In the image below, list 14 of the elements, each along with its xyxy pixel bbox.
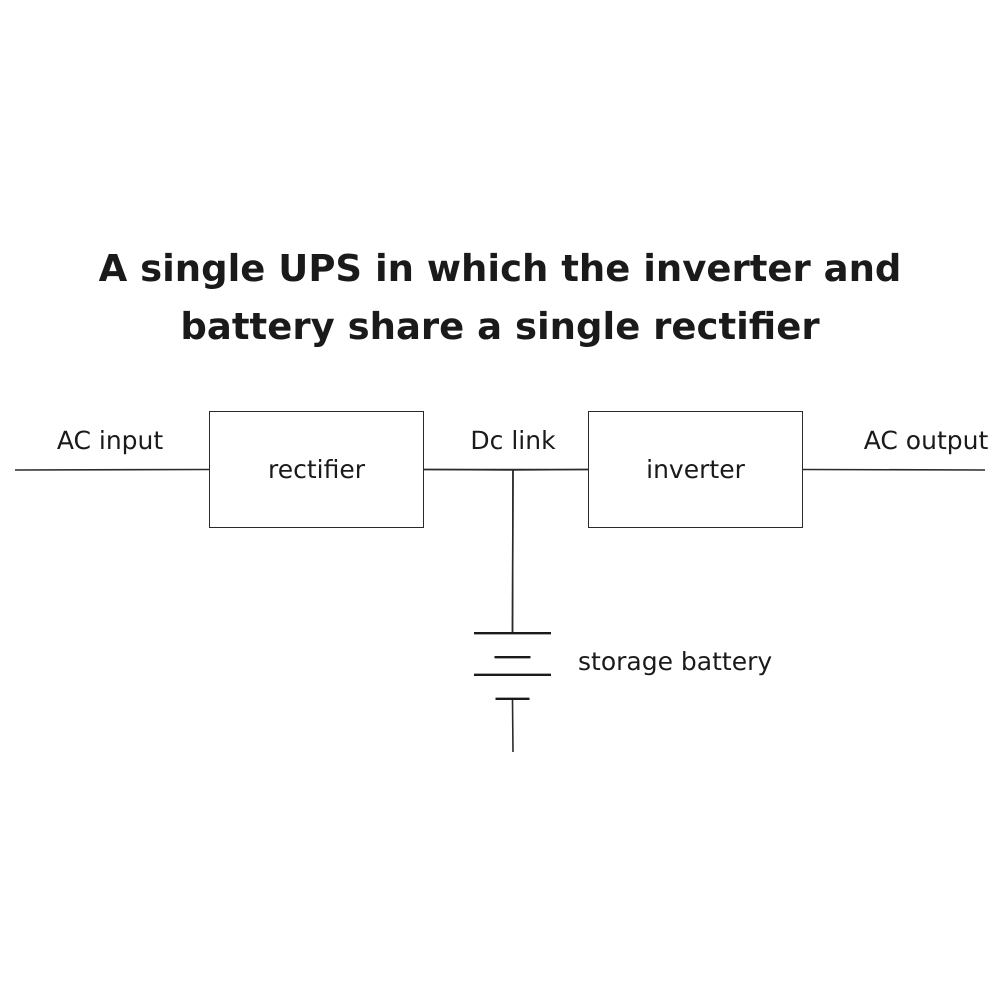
component-label: storage battery <box>578 647 772 677</box>
edge-label: AC output <box>864 426 988 456</box>
process-box <box>588 411 803 528</box>
connector-line <box>512 468 588 632</box>
connector-line <box>512 700 514 752</box>
box-label: inverter <box>646 455 745 484</box>
process-box <box>209 411 424 528</box>
box-label: rectifier <box>268 455 365 484</box>
edge-label: Dc link <box>470 426 556 456</box>
edge-label: AC input <box>56 426 164 456</box>
connector-line <box>15 468 209 471</box>
diagram-title: A single UPS in which the inverter and battery share a single rectifier <box>98 246 902 350</box>
battery-symbol <box>474 632 551 700</box>
connector-line <box>803 468 985 471</box>
